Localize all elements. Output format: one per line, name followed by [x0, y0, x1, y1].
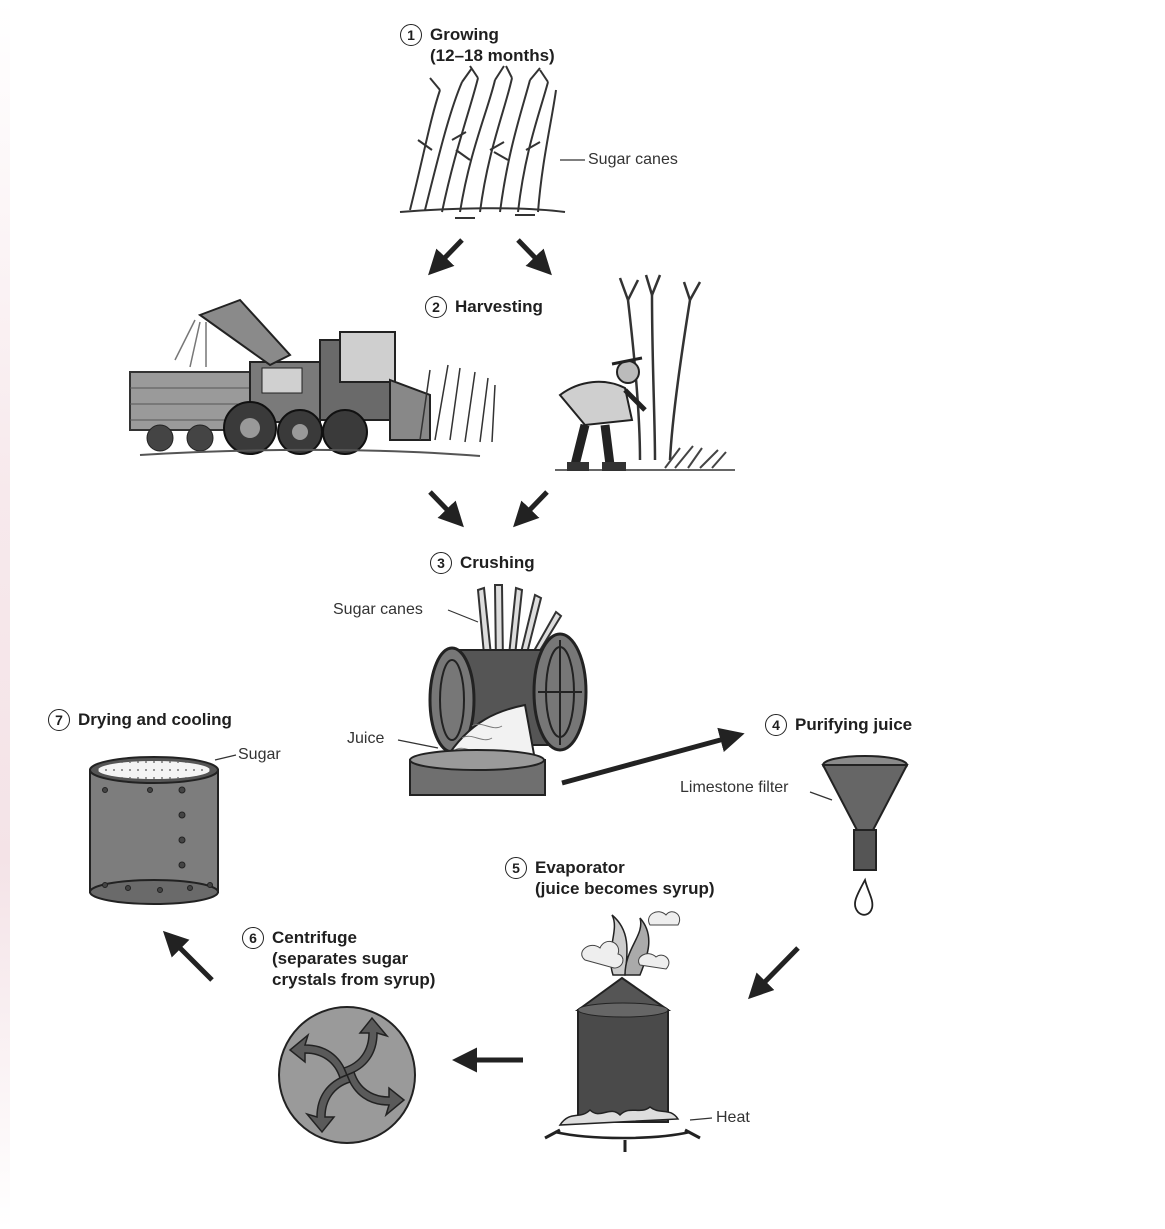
annotation-sugar: Sugar — [238, 745, 281, 765]
crusher-illustration — [410, 585, 586, 795]
step-2-title: Harvesting — [455, 297, 543, 316]
arrow-machine-to-crushing — [430, 492, 457, 520]
step-3-title: Crushing — [460, 553, 535, 572]
harvester-illustration — [130, 300, 495, 456]
centrifuge-illustration — [279, 1007, 415, 1143]
step-6-detail-line-1: (separates sugar — [272, 948, 435, 969]
growing-canes-illustration — [400, 66, 565, 218]
arrow-to-hand-harvest — [518, 240, 545, 268]
hand-harvest-illustration — [555, 275, 735, 471]
step-4-number: 4 — [765, 714, 787, 736]
step-5-number: 5 — [505, 857, 527, 879]
annotation-heat: Heat — [716, 1108, 750, 1128]
step-5-title: Evaporator — [535, 857, 715, 878]
step-2-label: 2 Harvesting — [425, 296, 543, 318]
step-4-label: 4 Purifying juice — [765, 714, 912, 736]
arrow-hand-to-crushing — [520, 492, 547, 520]
step-1-number: 1 — [400, 24, 422, 46]
arrow-centrifuge-to-drying — [170, 938, 212, 980]
step-3-label: 3 Crushing — [430, 552, 535, 574]
step-1-label: 1 Growing(12–18 months) — [400, 24, 555, 66]
annotation-limestone-filter: Limestone filter — [680, 778, 789, 798]
arrow-crushing-to-purifying — [562, 736, 735, 783]
step-6-title: Centrifuge — [272, 927, 435, 948]
evaporator-illustration — [545, 912, 700, 1152]
step-3-number: 3 — [430, 552, 452, 574]
step-5-detail: (juice becomes syrup) — [535, 878, 715, 899]
step-7-number: 7 — [48, 709, 70, 731]
annotation-growing-canes: Sugar canes — [588, 150, 678, 170]
step-5-label: 5 Evaporator(juice becomes syrup) — [505, 857, 715, 899]
step-7-label: 7 Drying and cooling — [48, 709, 232, 731]
step-4-title: Purifying juice — [795, 715, 912, 734]
drying-drum-illustration — [90, 757, 218, 904]
arrow-purifying-to-evaporator — [755, 948, 798, 992]
limestone-filter-illustration — [823, 756, 907, 915]
step-6-number: 6 — [242, 927, 264, 949]
step-1-title: Growing — [430, 24, 555, 45]
arrow-to-machine-harvest — [435, 240, 462, 268]
step-1-detail: (12–18 months) — [430, 45, 555, 66]
step-2-number: 2 — [425, 296, 447, 318]
step-6-detail-line-2: crystals from syrup) — [272, 969, 435, 990]
annotation-juice: Juice — [347, 729, 384, 749]
annotation-crushing-canes: Sugar canes — [333, 600, 423, 620]
step-7-title: Drying and cooling — [78, 710, 232, 729]
